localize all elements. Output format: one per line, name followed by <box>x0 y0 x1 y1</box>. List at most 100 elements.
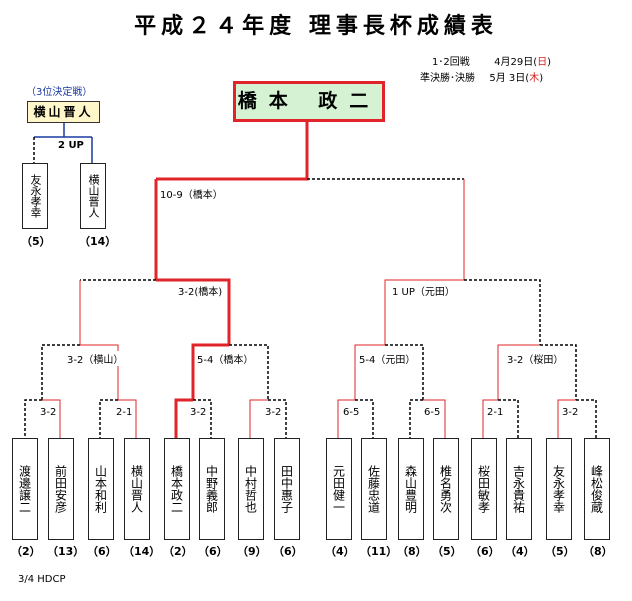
schedule-date: 4月29日 <box>494 57 534 68</box>
schedule-line-2: 準決勝･決勝 5月 3日(木) <box>420 73 544 84</box>
player-handicap: （4） <box>505 545 535 558</box>
round1-score: 3-2 <box>562 407 579 418</box>
player-name: 友永孝幸 <box>29 174 42 218</box>
schedule-line-1: 1･2回戦 4月29日(日) <box>432 57 552 68</box>
round1-score: 6-5 <box>424 407 441 418</box>
quarterfinal-score: 3-2（桜田） <box>507 351 564 366</box>
handicap-footnote: 3/4 HDCP <box>18 574 66 585</box>
player-handicap: （11） <box>360 545 398 558</box>
player-handicap: （6） <box>273 545 303 558</box>
player-name: 横山晋人 <box>129 465 144 513</box>
schedule-round-label: 準決勝･決勝 <box>420 73 475 84</box>
semifinal-line <box>464 279 541 345</box>
round1-score: 2-1 <box>116 407 133 418</box>
player-name: 椎名勇次 <box>438 465 453 513</box>
quarterfinal-score: 5-4（橋本） <box>197 351 254 366</box>
player-box: 田中惠子 <box>274 438 300 540</box>
quarterfinal-winner-path <box>191 343 229 400</box>
third-place-label: （3位決定戦） <box>26 87 93 98</box>
final-score: 10-9（橋本） <box>160 186 223 201</box>
final-winner-path <box>156 117 309 181</box>
player-name: 峰松俊蔵 <box>589 465 604 513</box>
player-name: 渡邊譲二 <box>17 465 32 513</box>
round1-score: 6-5 <box>343 407 360 418</box>
player-box: 椎名勇次 <box>433 438 459 540</box>
player-handicap: （5） <box>432 545 462 558</box>
round1-line <box>24 399 42 438</box>
player-box: 峰松俊蔵 <box>584 438 610 540</box>
player-name: 佐藤忠道 <box>366 465 381 513</box>
semifinal-score: 1 UP（元田） <box>392 283 455 298</box>
player-name: 中野義郎 <box>204 465 219 513</box>
player-box: 桜田敏孝 <box>471 438 497 540</box>
player-handicap: （6） <box>198 545 228 558</box>
quarterfinal-line <box>229 344 269 400</box>
player-box: 橋本政二 <box>164 438 190 540</box>
round1-line <box>268 399 287 438</box>
round1-line <box>249 399 268 438</box>
player-name: 桜田敏孝 <box>476 465 491 513</box>
round1-line <box>118 399 137 438</box>
player-box: 横山晋人 <box>124 438 150 540</box>
player-name: 森山豊明 <box>403 465 418 513</box>
schedule-round-label: 1･2回戦 <box>432 57 470 68</box>
player-handicap: （14） <box>79 235 117 248</box>
player-handicap: （6） <box>87 545 117 558</box>
third-place-winner-box: 横山晋人 <box>27 101 100 123</box>
round1-line <box>557 399 576 438</box>
third-place-player-box: 友永孝幸 <box>22 163 48 229</box>
player-box: 吉永貴祐 <box>506 438 532 540</box>
semifinal-line <box>384 279 464 345</box>
round1-score: 3-2 <box>40 407 57 418</box>
player-box: 元田健一 <box>326 438 352 540</box>
player-handicap: （8） <box>583 545 613 558</box>
player-name: 元田健一 <box>331 465 346 513</box>
round1-score: 3-2 <box>190 407 207 418</box>
player-box: 森山豊明 <box>398 438 424 540</box>
player-box: 前田安彦 <box>48 438 74 540</box>
round1-line <box>498 399 519 438</box>
player-handicap: （5） <box>21 235 51 248</box>
quarterfinal-line <box>80 344 119 400</box>
player-handicap: （14） <box>123 545 161 558</box>
semifinal-winner-path <box>156 278 231 345</box>
schedule-date: 5月 3日 <box>489 73 526 84</box>
player-handicap: （5） <box>545 545 575 558</box>
player-handicap: （8） <box>397 545 427 558</box>
quarterfinal-line <box>385 344 424 400</box>
third-place-player-box: 横山晋人 <box>80 163 106 229</box>
player-handicap: （2） <box>163 545 193 558</box>
round1-line <box>423 399 446 438</box>
player-handicap: （2） <box>11 545 41 558</box>
round1-line <box>193 399 212 438</box>
player-name: 前田安彦 <box>53 465 68 513</box>
player-handicap: （13） <box>47 545 85 558</box>
player-box: 中野義郎 <box>199 438 225 540</box>
round1-line <box>355 399 374 438</box>
quarterfinal-score: 3-2（横山） <box>67 351 124 366</box>
player-name: 橋本政二 <box>169 465 184 513</box>
player-handicap: （6） <box>470 545 500 558</box>
page-title: 平成２４年度 理事長杯成績表 <box>134 14 498 39</box>
schedule-weekday: 日 <box>537 57 548 68</box>
player-handicap: （9） <box>237 545 267 558</box>
player-name: 山本和利 <box>93 465 108 513</box>
player-box: 佐藤忠道 <box>361 438 387 540</box>
quarterfinal-line <box>354 344 385 400</box>
quarterfinal-line <box>41 344 80 400</box>
quarterfinal-line <box>497 344 540 400</box>
round1-score: 2-1 <box>487 407 504 418</box>
player-handicap: （4） <box>325 545 355 558</box>
player-name: 中村哲也 <box>243 465 258 513</box>
schedule-weekday: 木 <box>529 73 540 84</box>
round1-line <box>409 399 423 438</box>
player-box: 友永孝幸 <box>546 438 572 540</box>
player-name: 友永孝幸 <box>551 465 566 513</box>
quarterfinal-score: 5-4（元田） <box>359 351 416 366</box>
semifinal-score: 3-2(橋本) <box>178 283 223 298</box>
round1-line <box>576 399 597 438</box>
round1-line <box>99 399 118 438</box>
champion-box: 橋本 政二 <box>233 81 385 122</box>
player-box: 中村哲也 <box>238 438 264 540</box>
